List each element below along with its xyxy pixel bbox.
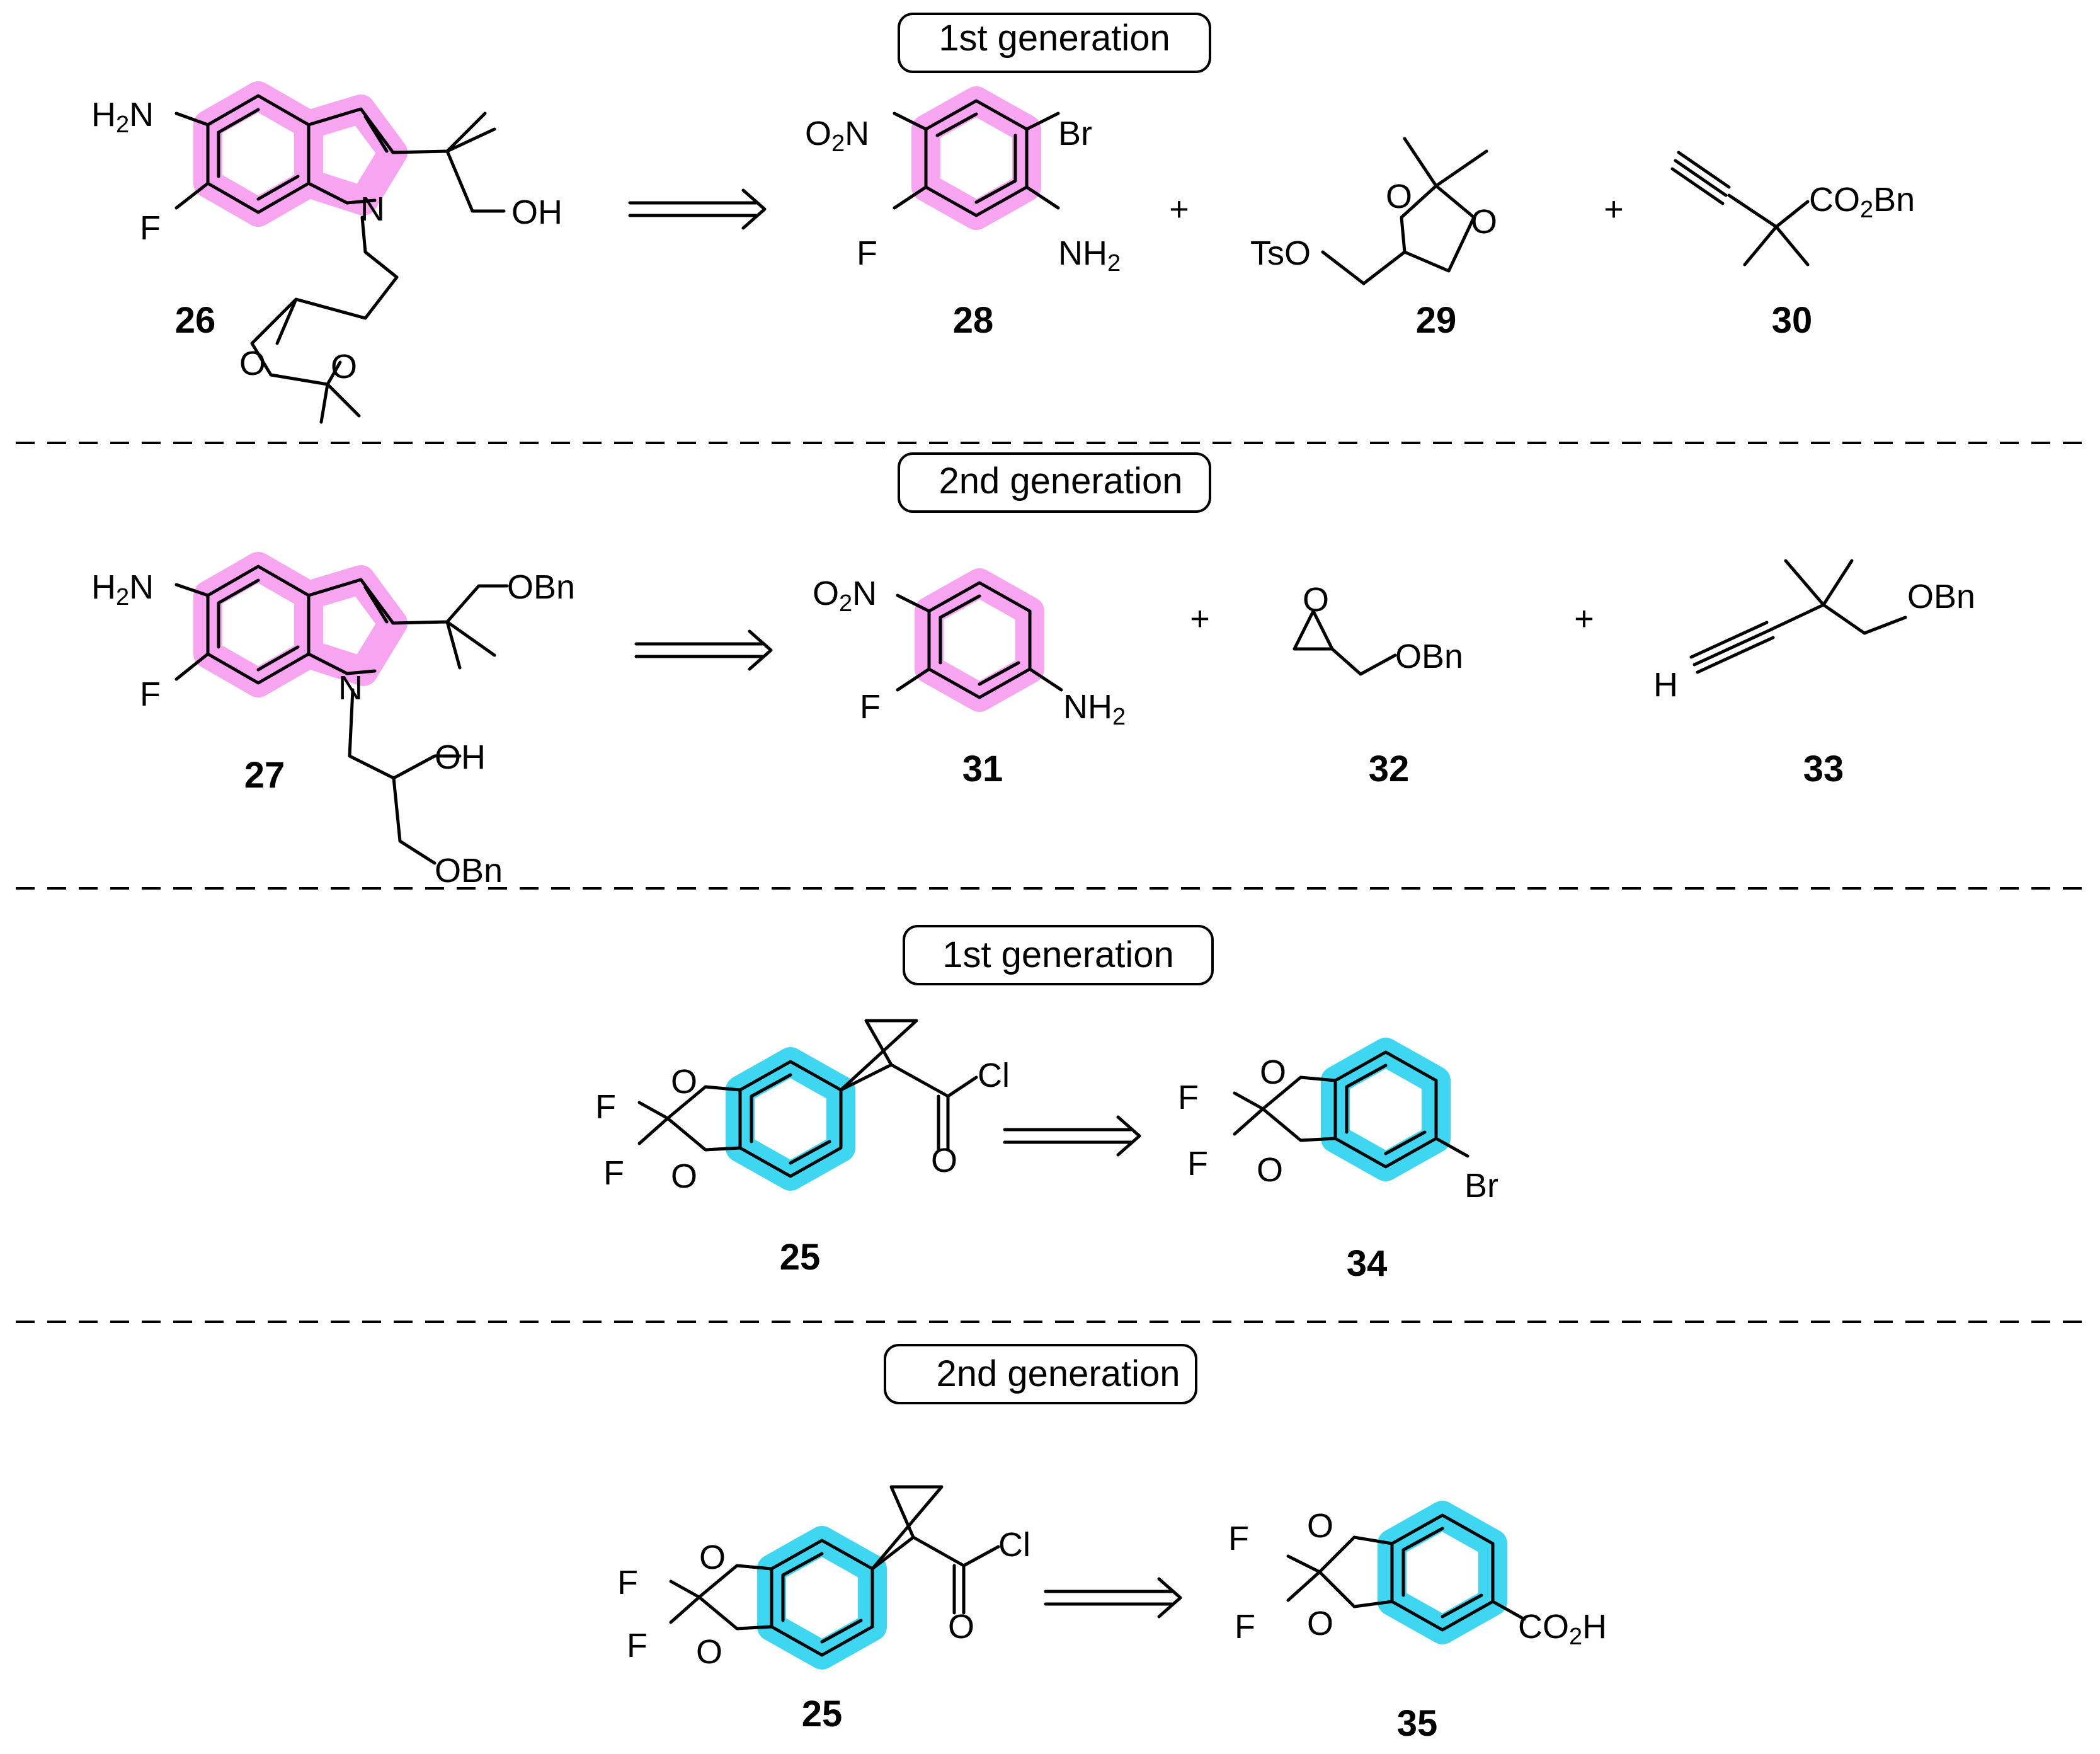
atom-label-c34-0: F	[1178, 1079, 1199, 1116]
highlight-arene-31	[915, 568, 1044, 712]
generation-label-3: 1st generation	[942, 934, 1174, 975]
atom-label-c35-1: F	[1235, 1608, 1255, 1646]
atom-label-c27-1: F	[140, 675, 161, 713]
compound-id-31: 31	[962, 748, 1003, 789]
generation-box-2	[898, 452, 1211, 513]
atom-label-c35-2: O	[1307, 1507, 1333, 1545]
compound-32: O OBn 32	[1293, 581, 1463, 789]
atom-label-c29-0: TsO	[1250, 234, 1311, 272]
atom-label-c29-1: O	[1386, 178, 1412, 215]
atom-label-c31-1: F	[860, 688, 881, 726]
atom-label-c30-0: CO2Bn	[1809, 181, 1915, 223]
atom-label-c33-0: OBn	[1907, 578, 1975, 616]
atom-label-c29-2: O	[1471, 203, 1497, 241]
compound-id-27: 27	[244, 755, 285, 796]
highlight-arene-25b	[757, 1526, 887, 1670]
atom-label-c25b-3: O	[696, 1633, 722, 1671]
compound-31: O2N F NH2 31	[813, 568, 1126, 789]
atom-label-c28-3: NH2	[1058, 234, 1121, 277]
generation-box-3	[903, 925, 1214, 985]
compound-33: OBn H 33	[1653, 559, 1975, 789]
compound-id-34: 34	[1347, 1243, 1388, 1284]
compound-id-32: 32	[1369, 748, 1410, 789]
compound-35: F F O O CO2H 35	[1228, 1501, 1607, 1744]
compound-27: H2N F N OBn OH OBn 27	[91, 552, 575, 890]
atom-label-c34-1: F	[1187, 1145, 1208, 1183]
compound-id-28: 28	[953, 300, 994, 341]
atom-label-c26-1: F	[140, 209, 161, 247]
compound-30: CO2Bn 30	[1670, 151, 1915, 341]
plus-sign-2: +	[1604, 190, 1624, 228]
atom-label-c31-0: O2N	[813, 575, 877, 617]
compound-id-29: 29	[1416, 300, 1457, 341]
generation-label-2: 2nd generation	[939, 461, 1183, 502]
compound-29: TsO O O 29	[1250, 137, 1497, 341]
atom-label-c27-5: OBn	[435, 852, 503, 890]
highlight-arene-28	[911, 86, 1041, 230]
plus-sign-3: +	[1190, 600, 1210, 638]
atom-label-c33-1: H	[1653, 666, 1678, 704]
atom-label-c28-1: Br	[1058, 115, 1092, 152]
compound-id-25-first: 25	[780, 1237, 821, 1278]
atom-label-c25b-1: F	[627, 1627, 648, 1665]
atom-label-c25a-2: O	[671, 1063, 697, 1101]
atom-label-c25b-2: O	[699, 1539, 726, 1576]
atom-label-c26-5: O	[331, 348, 357, 386]
compound-26: H2N F N OH O O 26	[91, 81, 562, 424]
compound-id-30: 30	[1772, 300, 1813, 341]
highlight-arene-25a	[726, 1047, 855, 1191]
highlight-arene-34	[1321, 1038, 1451, 1181]
atom-label-c32-0: O	[1303, 581, 1329, 619]
atom-label-c26-3: OH	[511, 193, 562, 231]
atom-label-c25a-1: F	[603, 1154, 624, 1192]
atom-label-c28-0: O2N	[805, 115, 869, 157]
atom-label-c34-4: Br	[1464, 1167, 1498, 1205]
atom-label-c27-0: H2N	[91, 568, 154, 610]
atom-label-c27-3: OBn	[507, 568, 575, 606]
compound-34: F F O O Br 34	[1178, 1038, 1498, 1284]
atom-label-c25a-3: O	[671, 1157, 697, 1195]
generation-label-1: 1st generation	[939, 18, 1170, 59]
atom-label-c26-0: H2N	[91, 96, 154, 138]
compound-id-33: 33	[1803, 748, 1844, 789]
generation-box-4	[884, 1344, 1197, 1404]
generation-box-1	[898, 13, 1211, 73]
atom-label-c26-2: N	[360, 190, 385, 228]
compound-28: O2N Br F NH2 28	[805, 86, 1121, 341]
atom-label-c34-2: O	[1260, 1053, 1286, 1091]
compound-25-second: F F O O Cl O 25	[617, 1485, 1030, 1734]
highlight-arene-35	[1378, 1501, 1507, 1644]
atom-label-c26-4: O	[239, 345, 266, 382]
atom-label-c35-3: O	[1307, 1605, 1333, 1642]
atom-label-c35-0: F	[1228, 1520, 1249, 1557]
compound-id-35: 35	[1397, 1703, 1438, 1744]
compound-id-26: 26	[175, 300, 216, 341]
atom-label-c25b-4: Cl	[998, 1526, 1030, 1564]
retro-arrow-1	[630, 190, 765, 228]
atom-label-c31-2: NH2	[1063, 688, 1126, 730]
atom-label-c28-2: F	[857, 234, 877, 272]
retro-arrow-3	[1005, 1117, 1139, 1155]
atom-label-c25b-0: F	[617, 1564, 638, 1602]
plus-sign-1: +	[1169, 190, 1189, 228]
compound-id-25-second: 25	[802, 1694, 843, 1734]
atom-label-c25a-0: F	[595, 1088, 616, 1126]
atom-label-c32-1: OBn	[1395, 638, 1463, 675]
atom-label-c35-4: CO2H	[1518, 1608, 1607, 1650]
plus-sign-4: +	[1574, 600, 1594, 638]
atom-label-c25a-5: O	[931, 1142, 957, 1179]
retro-arrow-2	[636, 631, 771, 669]
atom-label-c27-4: OH	[435, 738, 486, 776]
atom-label-c34-3: O	[1257, 1151, 1283, 1189]
compound-25-first: F F O O Cl O 25	[595, 1019, 1010, 1278]
generation-label-4: 2nd generation	[937, 1353, 1180, 1394]
atom-label-c27-2: N	[338, 669, 363, 707]
atom-label-c25a-4: Cl	[978, 1057, 1010, 1094]
atom-label-c25b-5: O	[948, 1608, 974, 1646]
retro-arrow-4	[1046, 1579, 1180, 1617]
